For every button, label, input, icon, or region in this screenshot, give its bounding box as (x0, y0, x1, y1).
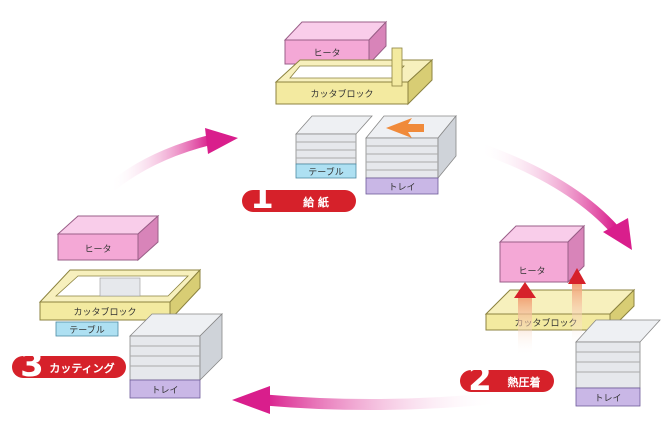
cutter-block-label-left: カッタブロック (73, 306, 136, 318)
table-label-left: テーブル (69, 324, 104, 336)
paper-stack-table-top: テーブル (295, 115, 373, 179)
tray-label-left: トレイ (151, 386, 178, 396)
step-number-1: 1 (250, 177, 274, 217)
tray-label-right: トレイ (594, 394, 621, 404)
step-label-2: 熱圧着 (508, 375, 541, 389)
heater-top: ヒータ (283, 20, 388, 66)
heater-right: ヒータ (498, 224, 586, 284)
cutter-block-top: カッタブロック (274, 47, 434, 106)
step-badge-2: 2 熱圧着 (460, 359, 554, 399)
paper-stack-tray-top: トレイ (365, 114, 457, 195)
step-badge-3: 3 カッティング (12, 345, 126, 385)
table-label-top: テーブル (308, 166, 343, 178)
tray-label-top: トレイ (388, 183, 415, 193)
table-left: テーブル (55, 321, 119, 337)
cycle-arrow-bottom-to-left (232, 386, 506, 414)
cycle-arrow-top-to-right (475, 143, 632, 250)
cutter-block-left: カッタブロック (38, 268, 202, 322)
heater-left: ヒータ (56, 214, 160, 262)
paper-stack-tray-right: トレイ (575, 319, 661, 407)
heater-label-left: ヒータ (84, 244, 111, 255)
feed-direction-arrow (386, 118, 424, 138)
step-label-3: カッティング (49, 361, 114, 375)
cycle-arrow-left-to-top (105, 128, 238, 193)
heater-label-top: ヒータ (313, 48, 340, 59)
step-number-3: 3 (20, 345, 44, 385)
step-label-1: 給 紙 (303, 195, 329, 209)
cutter-block-label-top: カッタブロック (310, 88, 373, 100)
step-number-2: 2 (468, 359, 492, 399)
heater-label-right: ヒータ (518, 266, 545, 277)
step-badge-1: 1 給 紙 (242, 177, 356, 217)
press-arrows (514, 268, 586, 356)
paper-stack-tray-left: トレイ (129, 313, 223, 399)
